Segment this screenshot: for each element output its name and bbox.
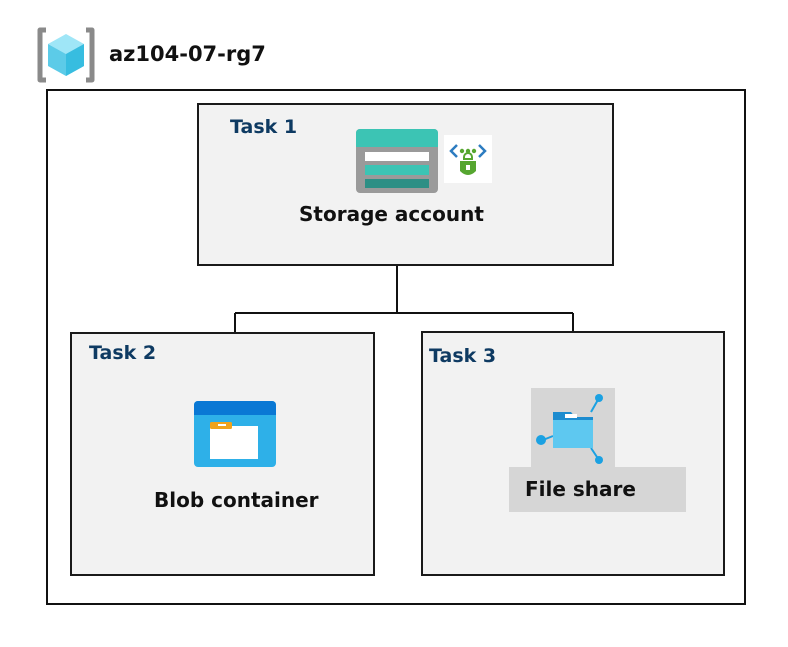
- resource-group-title: az104-07-rg7: [109, 42, 266, 66]
- file-share-label-background: File share: [509, 467, 686, 512]
- storage-account-icon: [355, 128, 439, 194]
- resource-group-frame: [46, 89, 746, 605]
- blob-container-icon: [193, 400, 277, 470]
- storage-account-label: Storage account: [299, 202, 484, 226]
- task-3-label: Task 3: [429, 345, 497, 367]
- resource-group-icon: [36, 26, 96, 84]
- blob-container-label: Blob container: [154, 488, 319, 512]
- file-share-label: File share: [525, 477, 636, 501]
- task-2-label: Task 2: [89, 342, 157, 364]
- network-security-icon: [444, 135, 492, 183]
- task-1-label: Task 1: [230, 116, 298, 138]
- file-share-icon: [531, 388, 615, 470]
